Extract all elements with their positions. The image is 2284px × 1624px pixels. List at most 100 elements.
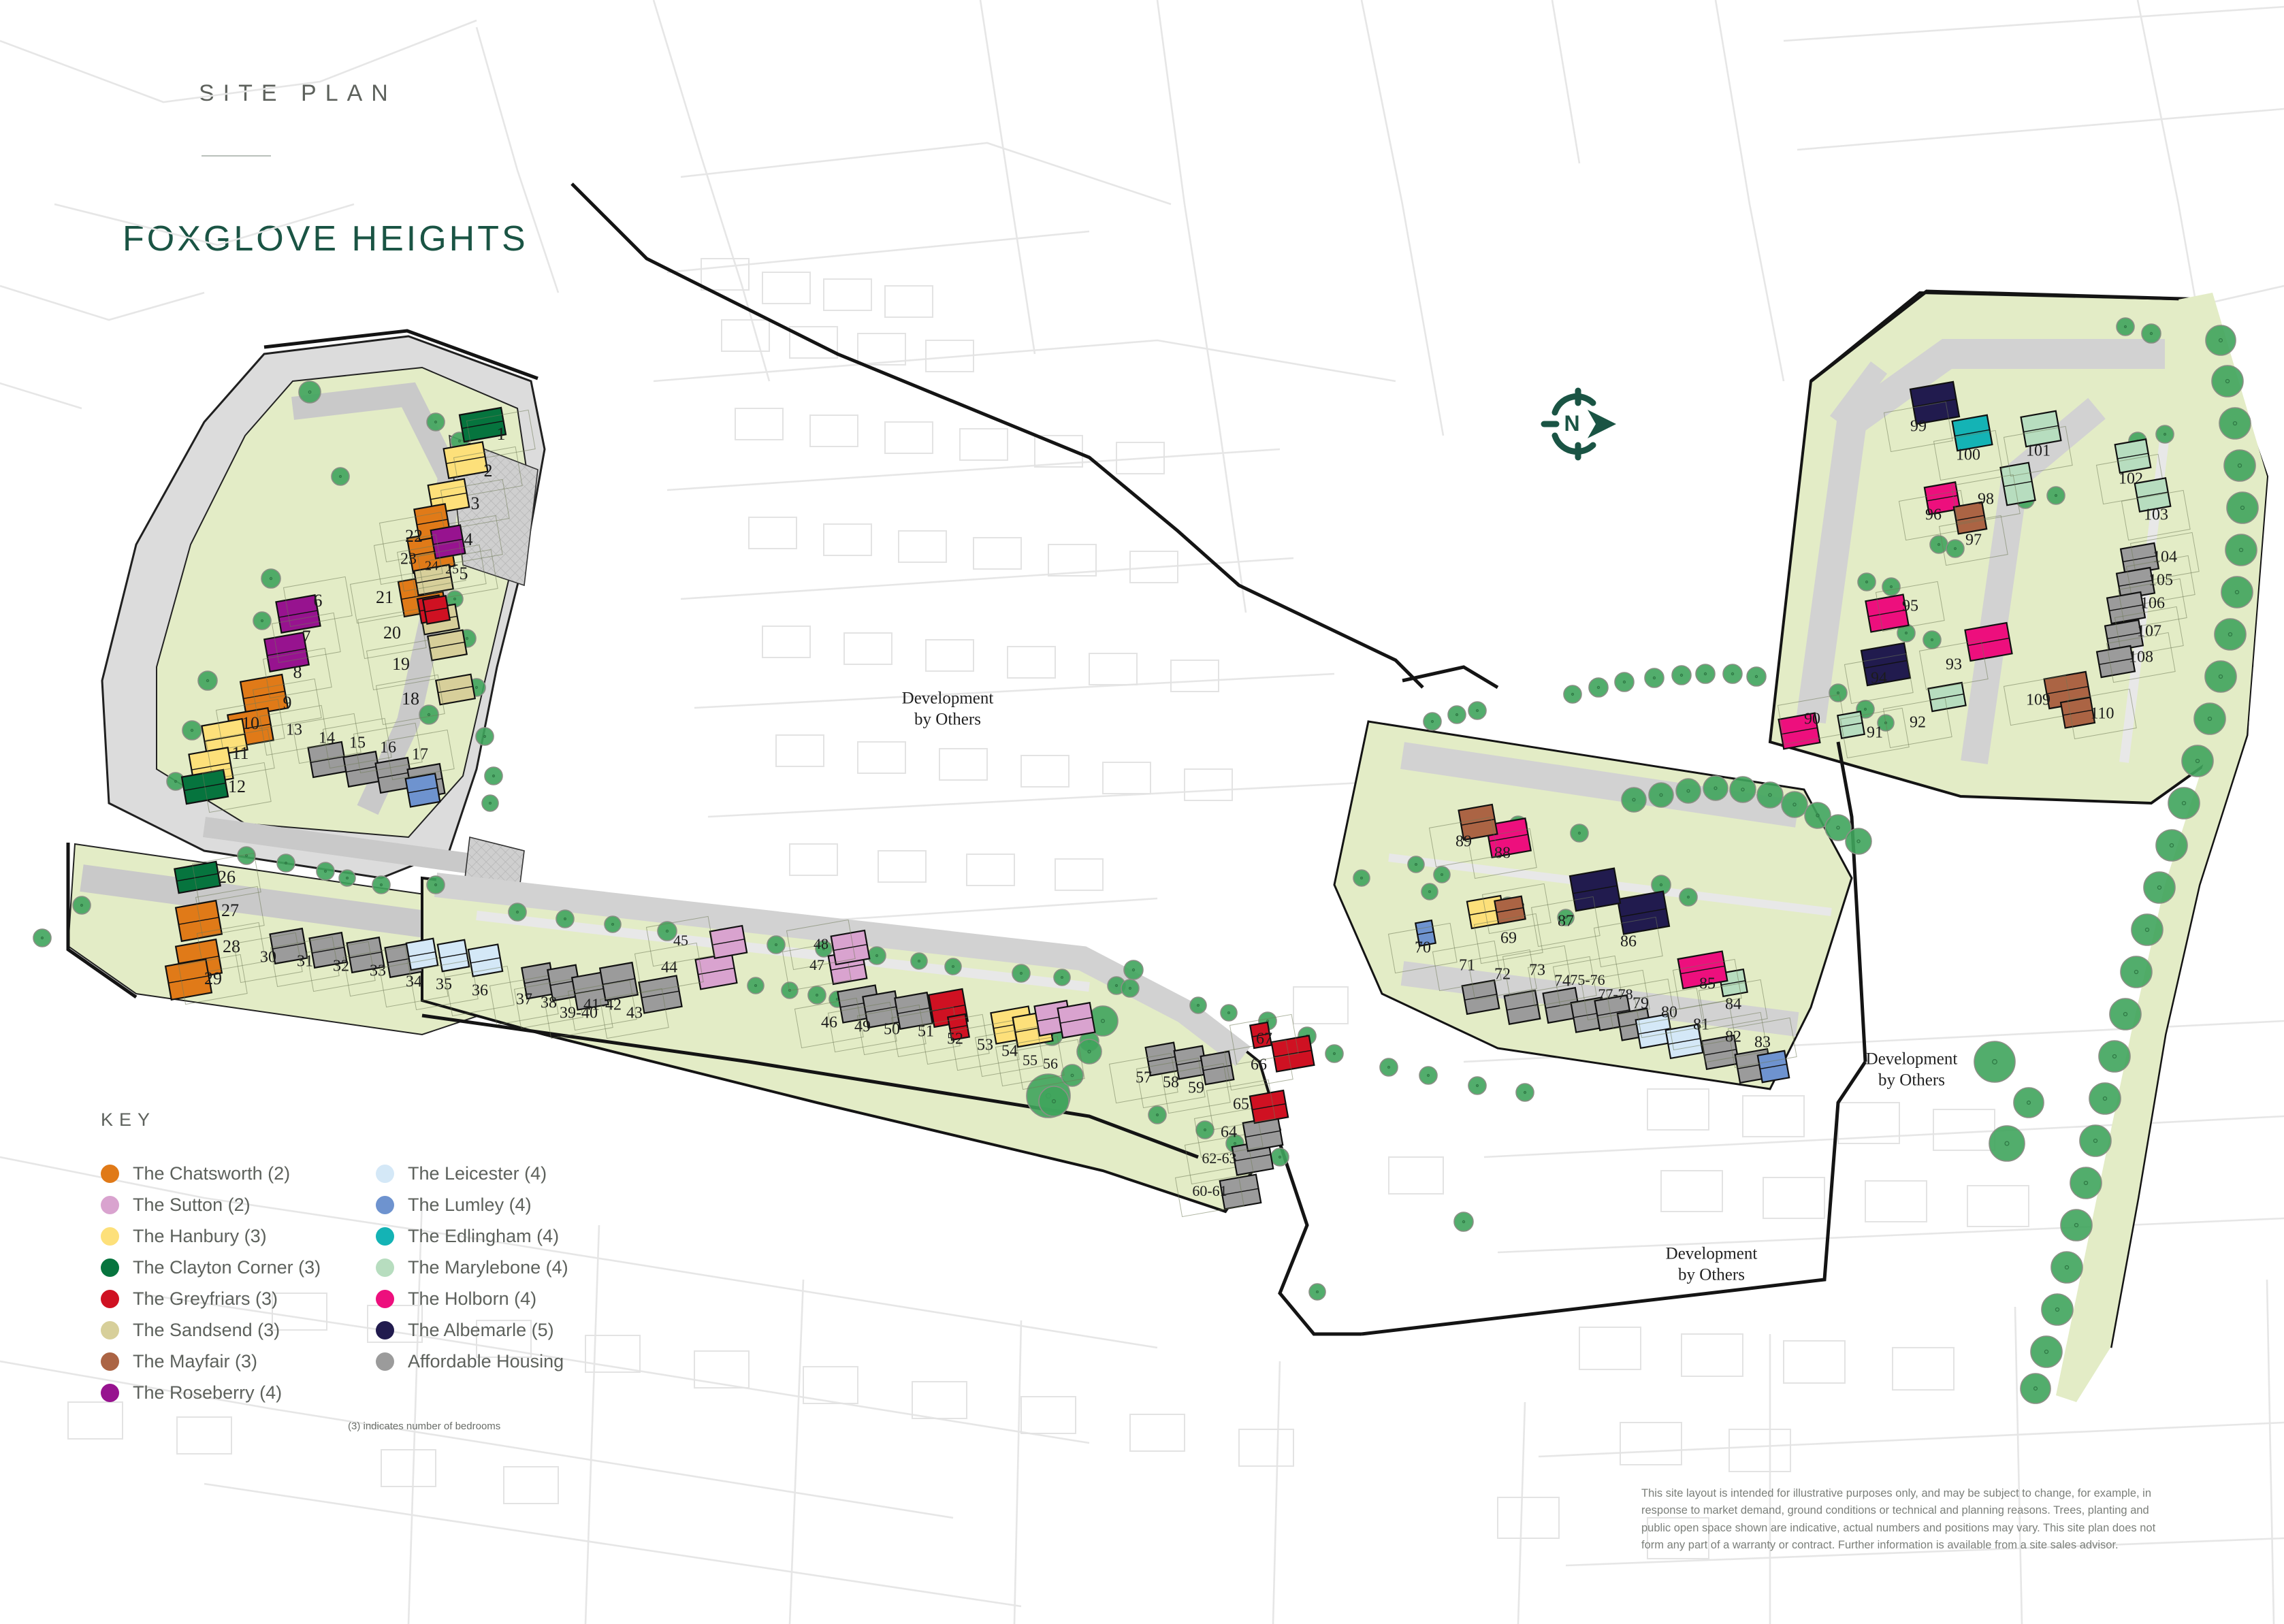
plot-number: 23 bbox=[400, 551, 417, 568]
plot[interactable]: 86 bbox=[1593, 890, 1671, 968]
plot[interactable]: 48 bbox=[786, 919, 871, 971]
key-swatch bbox=[101, 1320, 119, 1339]
tree-icon bbox=[1756, 781, 1784, 809]
plot[interactable]: 100 bbox=[1933, 414, 2003, 481]
plot[interactable]: 69 bbox=[1473, 895, 1543, 964]
plot-number: 20 bbox=[383, 623, 401, 643]
plot[interactable]: 95 bbox=[1865, 581, 1945, 633]
plot[interactable]: 19 bbox=[366, 629, 468, 691]
plot[interactable]: 99 bbox=[1883, 380, 1961, 453]
plot[interactable]: 30 bbox=[233, 927, 308, 984]
plot[interactable]: 102 bbox=[2095, 438, 2166, 505]
roof-ridge-line bbox=[2117, 453, 2149, 459]
plot[interactable]: 44 bbox=[634, 942, 738, 994]
tree-icon bbox=[2219, 407, 2251, 440]
plot[interactable]: 56 bbox=[1015, 1001, 1096, 1090]
plot[interactable]: 10 bbox=[201, 698, 285, 758]
plot[interactable]: 25 bbox=[417, 544, 487, 625]
plot[interactable]: 12 bbox=[180, 762, 272, 813]
roof-ridge-line bbox=[833, 943, 867, 952]
plot[interactable]: 85 bbox=[1672, 950, 1742, 1010]
roof-ridge-line bbox=[1721, 980, 1746, 986]
tree-icon bbox=[2214, 618, 2247, 651]
plot[interactable]: 110 bbox=[2059, 688, 2137, 740]
plot[interactable]: 97 bbox=[1938, 501, 2008, 566]
plot[interactable]: 29 bbox=[164, 954, 248, 1005]
plot[interactable]: 90 bbox=[1777, 694, 1847, 750]
plot[interactable]: 91 bbox=[1837, 707, 1910, 759]
plot[interactable]: 45 bbox=[645, 915, 748, 967]
plot[interactable]: 96 bbox=[1898, 481, 1968, 541]
tree-icon bbox=[1923, 630, 1942, 649]
plot-boundary bbox=[205, 728, 275, 780]
plot[interactable]: 32 bbox=[306, 936, 385, 992]
plot[interactable]: 50 bbox=[856, 991, 933, 1056]
plot[interactable]: 94 bbox=[1844, 642, 1914, 704]
plot[interactable]: 92 bbox=[1882, 681, 1967, 749]
plot[interactable]: 108 bbox=[2095, 632, 2176, 683]
plot[interactable]: 59 bbox=[1161, 1050, 1235, 1114]
plot[interactable]: 15 bbox=[322, 717, 414, 794]
plot[interactable]: 2 bbox=[443, 441, 523, 498]
plot[interactable]: 23 bbox=[373, 524, 466, 585]
plot[interactable]: 49 bbox=[827, 990, 901, 1053]
plot[interactable]: 66 bbox=[1223, 1035, 1315, 1091]
plot[interactable]: 1 bbox=[458, 406, 536, 461]
plot[interactable]: 14 bbox=[291, 713, 382, 788]
tree-icon bbox=[1468, 1076, 1487, 1095]
plot[interactable]: 103 bbox=[2121, 477, 2191, 541]
plot[interactable]: 35 bbox=[408, 939, 479, 1011]
plot[interactable]: 60-61 bbox=[1174, 1166, 1262, 1218]
plot[interactable]: 79 bbox=[1605, 978, 1675, 1050]
plot-number: 88 bbox=[1494, 845, 1511, 862]
plot[interactable]: 34 bbox=[379, 937, 449, 1008]
plot[interactable]: 70 bbox=[1387, 919, 1458, 974]
plot-boundary bbox=[349, 572, 419, 624]
plot[interactable]: 93 bbox=[1918, 621, 2013, 691]
plot[interactable]: 26 bbox=[174, 852, 261, 904]
plot[interactable]: 31 bbox=[270, 931, 348, 988]
plot[interactable]: 36 bbox=[445, 943, 515, 1017]
plot[interactable]: 38 bbox=[513, 964, 583, 1029]
tree-icon bbox=[1671, 665, 1692, 685]
plot[interactable]: 83 bbox=[1727, 1017, 1797, 1084]
plot[interactable]: 87 bbox=[1530, 867, 1622, 947]
plot[interactable]: 8 bbox=[239, 647, 332, 717]
tree-icon bbox=[2141, 323, 2161, 344]
roof-ridge-line bbox=[1573, 885, 1618, 894]
roof-ridge-line bbox=[1680, 965, 1725, 975]
plot[interactable]: 6 bbox=[275, 576, 353, 634]
plot[interactable]: 39-40 bbox=[543, 971, 613, 1039]
plot-boundary bbox=[357, 608, 427, 660]
plot[interactable]: 52 bbox=[920, 1013, 990, 1065]
plot[interactable]: 18 bbox=[375, 673, 477, 726]
plot[interactable]: 64 bbox=[1193, 1107, 1284, 1158]
plot-number: 14 bbox=[319, 730, 335, 747]
plot[interactable]: 65 bbox=[1206, 1079, 1289, 1131]
plot-boundary bbox=[366, 639, 436, 691]
plot-number: 46 bbox=[821, 1014, 837, 1032]
plot[interactable]: 7 bbox=[263, 612, 341, 672]
plot[interactable]: 104 bbox=[2119, 532, 2200, 583]
tree-icon bbox=[481, 794, 499, 812]
tree-icon bbox=[1379, 1058, 1398, 1077]
plot[interactable]: 41-42 bbox=[567, 961, 639, 1031]
plot[interactable]: 57 bbox=[1108, 1041, 1180, 1104]
plot[interactable]: 105 bbox=[2115, 555, 2195, 606]
plot[interactable]: 43 bbox=[599, 975, 683, 1039]
plot-number: 21 bbox=[376, 587, 393, 607]
plot[interactable]: 88 bbox=[1467, 817, 1537, 879]
plot[interactable]: 101 bbox=[2003, 410, 2073, 477]
roof-ridge-line bbox=[1252, 1103, 1286, 1111]
plot[interactable]: 67 bbox=[1229, 1013, 1299, 1065]
plot[interactable]: 17 bbox=[385, 729, 455, 808]
key-item: Affordable Housing bbox=[376, 1346, 607, 1377]
plot[interactable]: 37 bbox=[489, 962, 559, 1026]
plot[interactable]: 72 bbox=[1467, 949, 1541, 1025]
plot-boundary bbox=[271, 612, 341, 664]
key-item-label: The Edlingham (4) bbox=[408, 1225, 560, 1246]
plot[interactable]: 89 bbox=[1428, 803, 1498, 868]
key-swatch bbox=[376, 1320, 394, 1339]
